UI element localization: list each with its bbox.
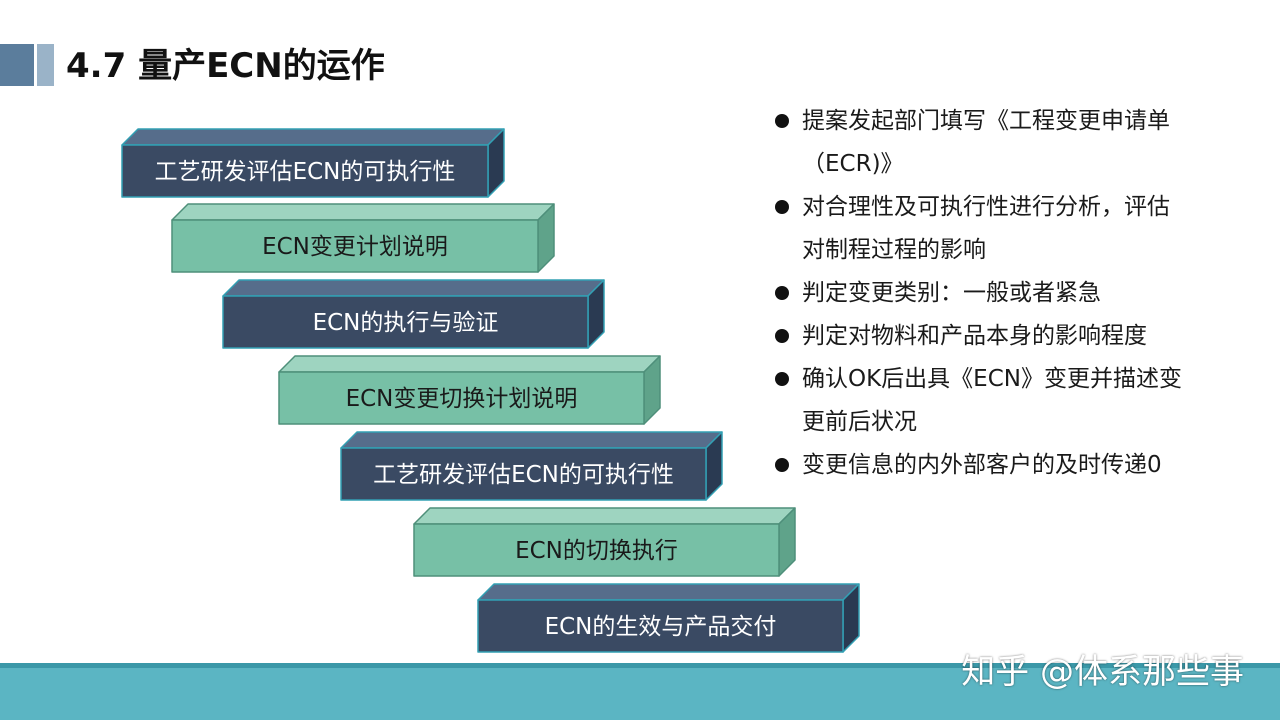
bullet-text-line: （ECR)》 (802, 151, 904, 177)
process-step-label: 工艺研发评估ECN的可执行性 (155, 159, 456, 185)
bullet-text-line: 判定对物料和产品本身的影响程度 (802, 323, 1147, 349)
process-step-1: 工艺研发评估ECN的可执行性 (121, 128, 505, 198)
process-step-5: 工艺研发评估ECN的可执行性 (340, 431, 723, 501)
process-step-label: ECN的切换执行 (515, 538, 678, 564)
bottom-band-top-line (0, 663, 1280, 668)
bullet-dot-icon (775, 286, 789, 300)
bullet-text-line: 变更信息的内外部客户的及时传递0 (802, 452, 1162, 478)
process-step-3: ECN的执行与验证 (222, 279, 605, 349)
bullet-dot-icon (775, 114, 789, 128)
process-step-label: 工艺研发评估ECN的可执行性 (373, 462, 674, 488)
bullet-item-6: 变更信息的内外部客户的及时传递0 (772, 444, 1222, 487)
bullet-list: 提案发起部门填写《工程变更申请单 （ECR)》对合理性及可执行性进行分析，评估对制… (772, 100, 1222, 487)
bullet-item-1: 提案发起部门填写《工程变更申请单 （ECR)》 (772, 100, 1222, 186)
bullet-item-3: 判定变更类别：一般或者紧急 (772, 272, 1222, 315)
process-step-6: ECN的切换执行 (413, 507, 796, 577)
bullet-item-5: 确认OK后出具《ECN》变更并描述变更前后状况 (772, 358, 1222, 444)
process-step-7: ECN的生效与产品交付 (477, 583, 860, 653)
process-step-2: ECN变更计划说明 (171, 203, 555, 273)
bullet-text-line: 判定变更类别：一般或者紧急 (802, 280, 1101, 306)
process-step-label: ECN变更切换计划说明 (346, 386, 578, 412)
bullet-dot-icon (775, 372, 789, 386)
process-step-label: ECN的执行与验证 (313, 310, 499, 336)
process-step-label: ECN变更计划说明 (262, 234, 448, 260)
bullet-item-2: 对合理性及可执行性进行分析，评估对制程过程的影响 (772, 186, 1222, 272)
bottom-band (0, 663, 1280, 720)
watermark: 知乎 @体系那些事 (961, 652, 1244, 692)
process-step-label: ECN的生效与产品交付 (545, 614, 777, 640)
slide-title: 4.7 量产ECN的运作 (66, 46, 385, 86)
bullet-text-line: 更前后状况 (802, 409, 917, 435)
title-decor-block-dark (0, 44, 34, 86)
bullet-text-line: 对制程过程的影响 (802, 237, 986, 263)
title-decor-block-light (37, 44, 54, 86)
bullet-dot-icon (775, 458, 789, 472)
bullet-text-line: 确认OK后出具《ECN》变更并描述变 (802, 366, 1182, 392)
bullet-dot-icon (775, 200, 789, 214)
bullet-item-4: 判定对物料和产品本身的影响程度 (772, 315, 1222, 358)
process-step-4: ECN变更切换计划说明 (278, 355, 661, 425)
bullet-dot-icon (775, 329, 789, 343)
bullet-text-line: 提案发起部门填写《工程变更申请单 (802, 108, 1170, 134)
bullet-text-line: 对合理性及可执行性进行分析，评估 (802, 194, 1170, 220)
